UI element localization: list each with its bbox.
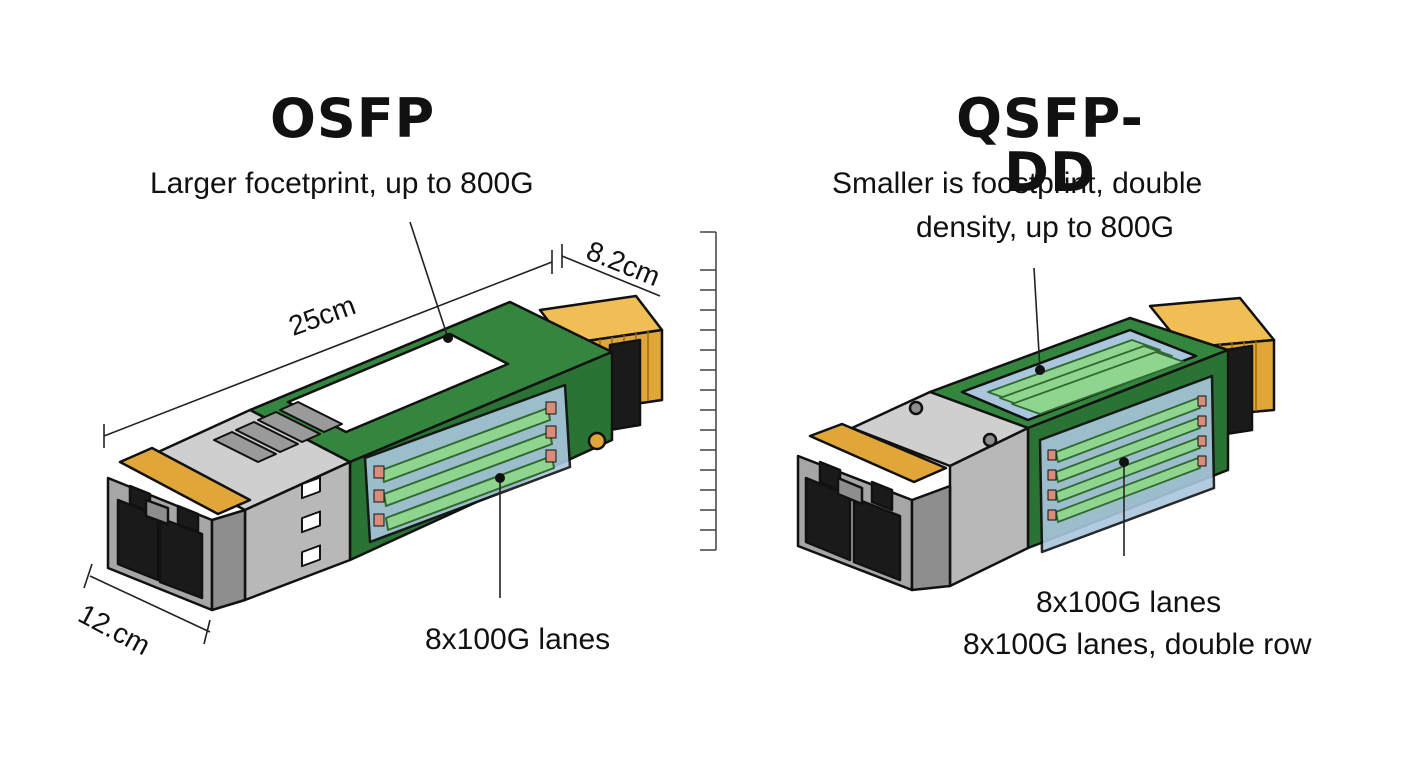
qsfp-dd-description-line1: Smaller is foostprint, double (832, 167, 1203, 200)
qsfp-dd-description-line2: density, up to 800G (916, 211, 1174, 244)
qsfp-dd-lc-ports (804, 460, 902, 582)
qsfp-dd-lanes-label-line2: 8x100G lanes, double row (963, 628, 1312, 661)
qsfp-dd-gold-band (808, 422, 948, 484)
qsfp-dd-lanes-pointer-dot (1119, 457, 1129, 467)
osfp-lanes-pointer-dot (495, 473, 505, 483)
qsfp-dd-pointer-lines (1033, 267, 1125, 556)
osfp-lc-ports (116, 484, 204, 600)
osfp-dimension-lines (83, 221, 661, 645)
qsfp-dd-module (796, 296, 1276, 592)
osfp-title: OSFP (270, 87, 436, 150)
height-ruler (700, 231, 717, 551)
osfp-indicator-dot (587, 431, 607, 451)
osfp-lanes-window (363, 383, 572, 544)
osfp-module (106, 294, 664, 612)
qsfp-dd-lanes-label-line1: 8x100G lanes (1036, 586, 1222, 619)
osfp-description: Larger focetprint, up to 800G (150, 167, 534, 200)
qsfp-dd-top-lanes-window (960, 328, 1198, 422)
osfp-gold-band (118, 446, 252, 516)
osfp-lanes-label: 8x100G lanes (425, 623, 611, 656)
qsfp-dd-top-pointer-dot (1035, 365, 1045, 375)
osfp-label-pointer-dot (443, 333, 453, 343)
qsfp-dd-title: QSFP-DD (956, 87, 1144, 204)
